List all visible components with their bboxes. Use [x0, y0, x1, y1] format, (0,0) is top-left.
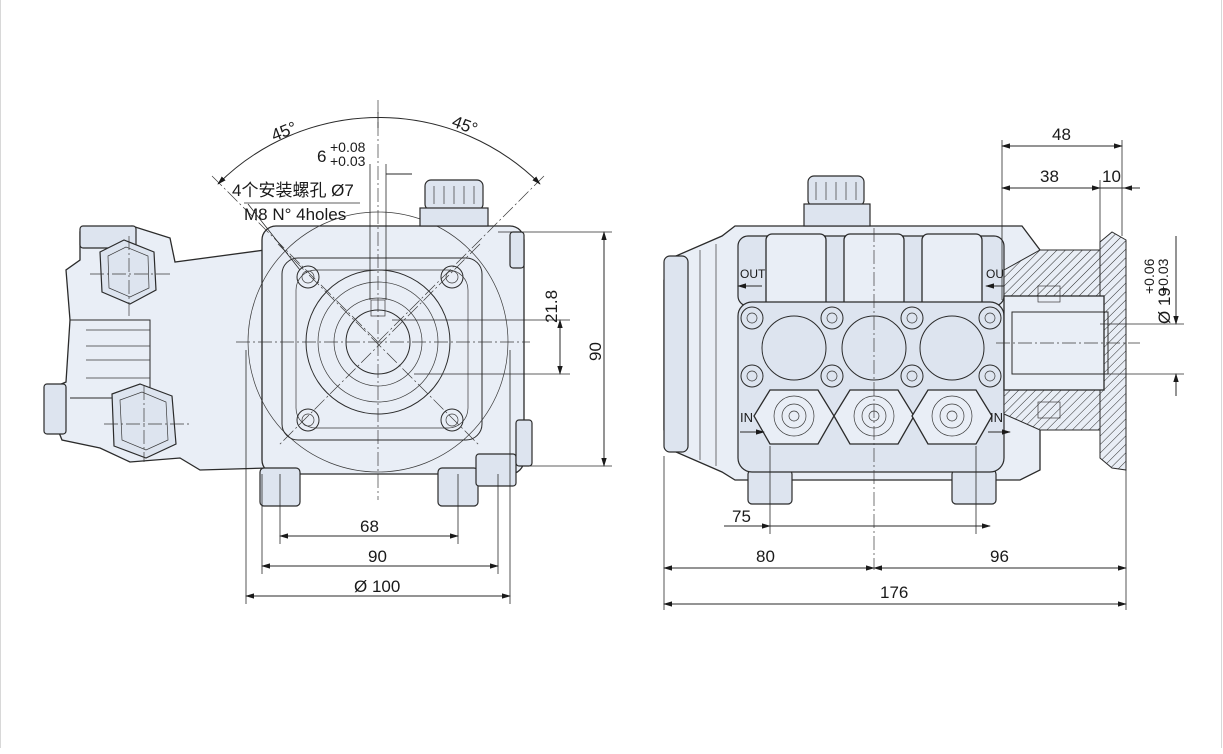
- shaft-tol-lower: +0.03: [1155, 258, 1171, 294]
- valve-caps: [753, 389, 993, 445]
- dim-68: 68: [360, 517, 379, 536]
- keyway-tol-upper: +0.08: [330, 139, 366, 155]
- dim-21-8: 21.8: [542, 290, 561, 323]
- holes-callout-cn: 4个安装螺孔 Ø7: [232, 181, 354, 200]
- dim-75: 75: [732, 507, 751, 526]
- dim-96: 96: [990, 547, 1009, 566]
- shaft-tol-upper: +0.06: [1141, 258, 1157, 294]
- out-label-left: OUT: [740, 267, 766, 281]
- keyway-width-label: 6: [317, 147, 326, 166]
- dim-48: 48: [1052, 125, 1071, 144]
- holes-callout-en: M8 N° 4holes: [244, 205, 346, 224]
- sectioned-flange: [996, 231, 1140, 471]
- keyway-tol-lower: +0.03: [330, 153, 366, 169]
- mount-holes: [296, 265, 464, 432]
- shaft-diameter: Ø 19: [1155, 287, 1174, 324]
- front-housing: [211, 100, 545, 507]
- dim-38: 38: [1040, 167, 1059, 186]
- in-label-left: IN: [740, 410, 753, 425]
- dim-90-vertical: 90: [586, 342, 605, 361]
- head-bolts: [740, 306, 1002, 388]
- in-label-right: IN: [990, 410, 1003, 425]
- dim-176: 176: [880, 583, 908, 602]
- side-view: OUT OUT IN IN 48 38 10: [663, 125, 1184, 610]
- dim-diameter-100: Ø 100: [354, 577, 400, 596]
- front-view: 45° 45° 6 +0.08 +0.03 4个安装螺孔 Ø7 M8 N° 4h…: [43, 100, 612, 604]
- dim-10: 10: [1102, 167, 1121, 186]
- left-manifold: [43, 225, 269, 471]
- dim-90-horizontal: 90: [368, 547, 387, 566]
- dim-80: 80: [756, 547, 775, 566]
